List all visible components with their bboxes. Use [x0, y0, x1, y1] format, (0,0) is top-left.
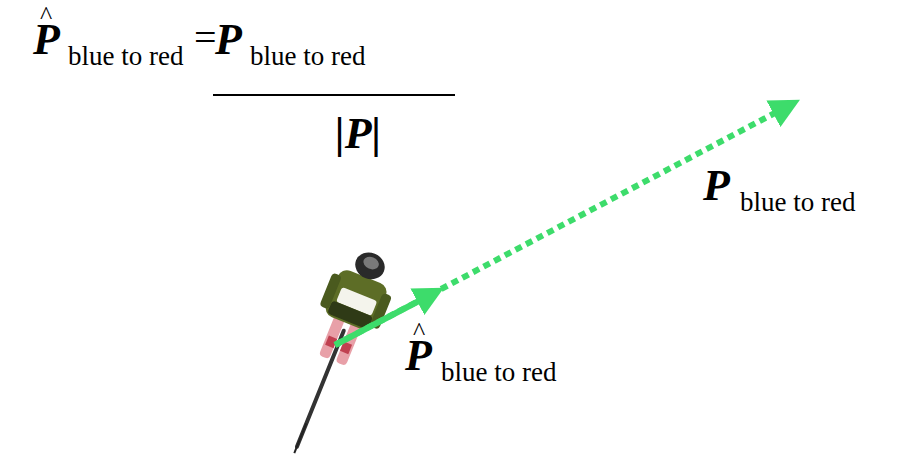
- vector-symbol: P: [215, 14, 242, 67]
- subscript: blue to red: [441, 356, 556, 388]
- subscript: blue to red: [740, 186, 855, 218]
- vector-symbol: P: [703, 160, 730, 213]
- vector-symbol: P: [405, 330, 432, 383]
- vector-symbol: P: [33, 14, 60, 67]
- magnitude-symbol: |P|: [335, 108, 381, 161]
- subscript: blue to red: [68, 40, 183, 72]
- equals-sign: =: [194, 14, 217, 62]
- subscript: blue to red: [250, 40, 365, 72]
